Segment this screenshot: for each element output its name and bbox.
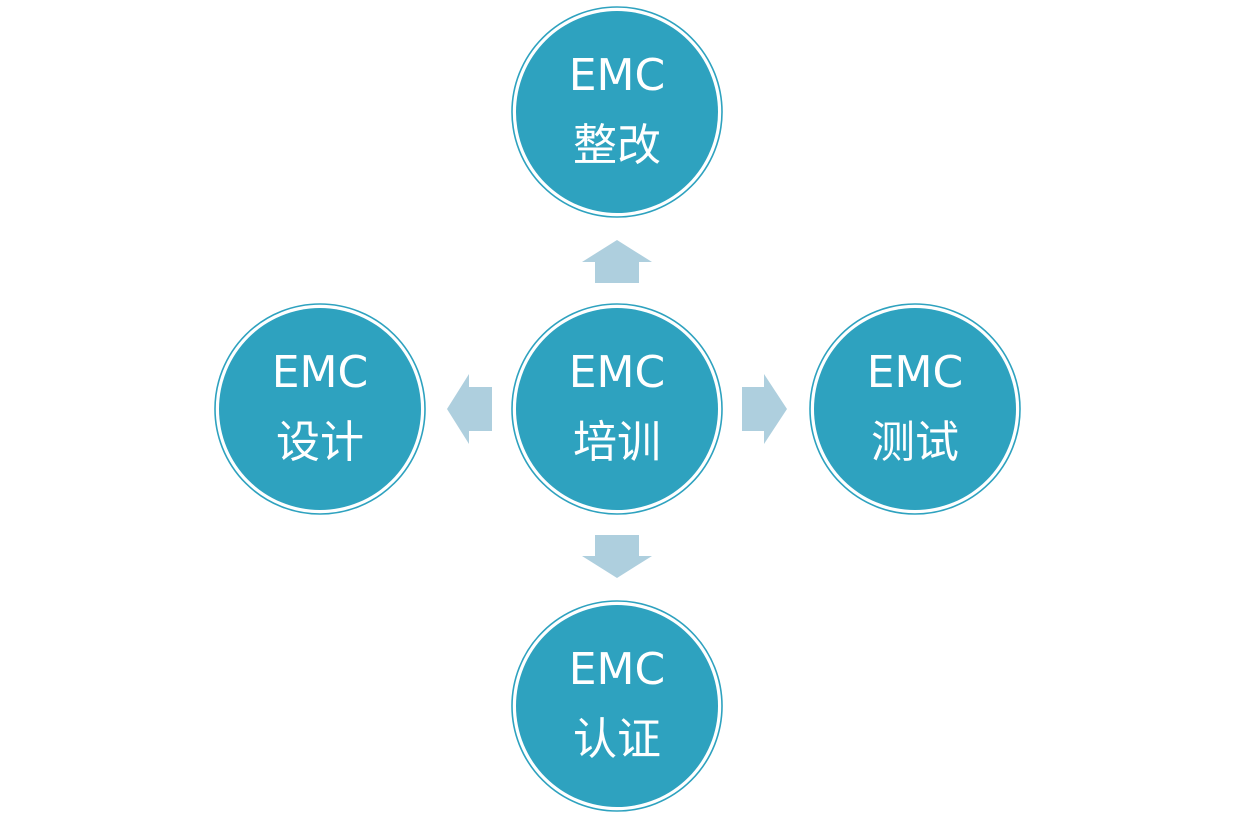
node-line1: EMC	[569, 644, 666, 695]
arrow-down-icon	[582, 535, 652, 578]
node-line1: EMC	[272, 347, 369, 398]
node-line2: 认证	[573, 714, 661, 765]
node-line2: 培训	[573, 417, 661, 468]
arrow-up-icon	[582, 240, 652, 283]
node-line1: EMC	[569, 50, 666, 101]
arrow-left-icon	[447, 374, 492, 444]
node-certification: EMC 认证	[511, 600, 723, 812]
hub-node-training: EMC 培训	[511, 303, 723, 515]
node-line2: 测试	[871, 417, 959, 468]
node-design: EMC 设计	[214, 303, 426, 515]
node-line2: 整改	[573, 120, 661, 171]
arrow-right-icon	[742, 374, 787, 444]
node-line2: 设计	[276, 417, 364, 468]
node-testing: EMC 测试	[809, 303, 1021, 515]
node-rectification: EMC 整改	[511, 6, 723, 218]
node-line1: EMC	[867, 347, 964, 398]
node-line1: EMC	[569, 347, 666, 398]
